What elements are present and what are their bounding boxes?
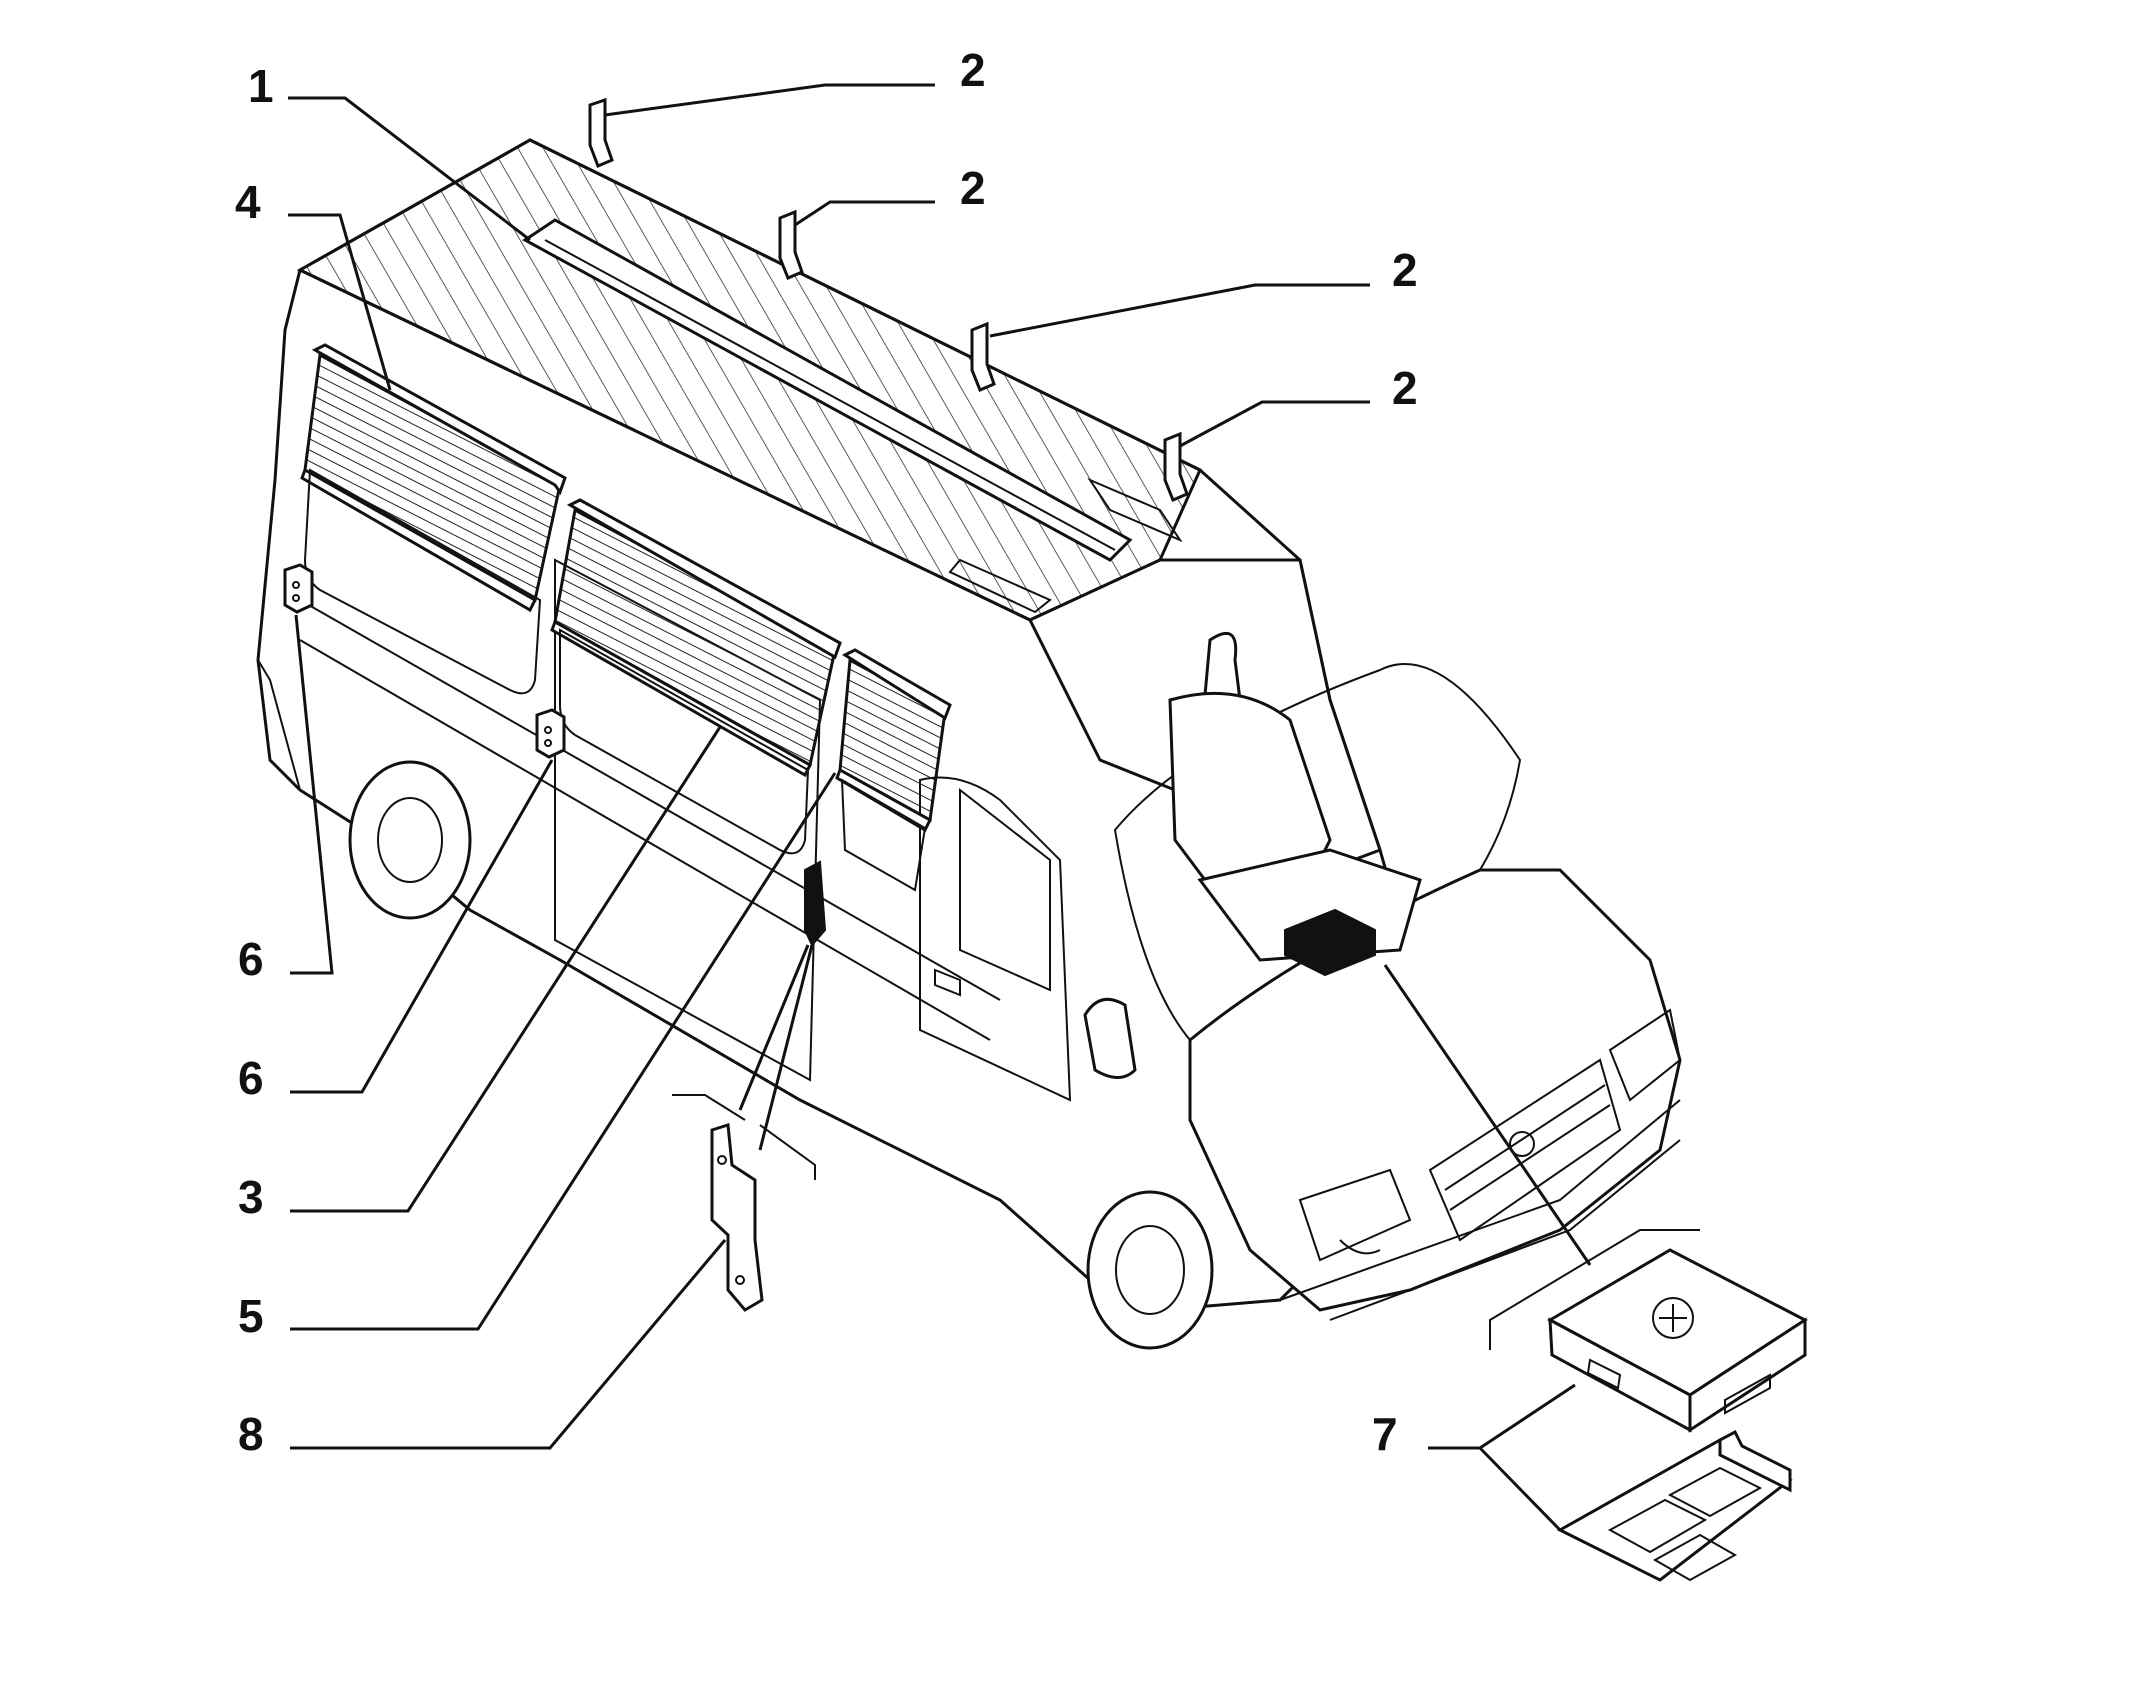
storage-box-handle-right [1724,1373,1771,1415]
leader-7-tray [1478,1446,1562,1532]
part-7-storage-box [1546,1248,1808,1433]
storage-box-knob [1652,1297,1694,1339]
rear-edge [257,269,301,791]
van-body [256,138,1682,1350]
blind-4-top-bar [311,343,567,496]
leader-2b [794,200,935,227]
storage-box-side [1688,1317,1807,1433]
callout-2c: 2 [1392,244,1418,296]
callout-6a: 6 [238,933,264,985]
side-bracket-1-hole-2 [292,594,300,602]
detail-bracket-hole-2 [735,1275,745,1285]
blind-5-top-bar [841,648,952,721]
part-2-roof-brackets [588,97,1189,502]
grille-slats [1444,1084,1611,1211]
storage-box-handle-left [1586,1358,1622,1390]
callout-2a: 2 [960,44,986,96]
rear-hub [377,797,443,883]
part-1-roof-rail [522,218,1133,562]
fog-lamp [1339,1239,1381,1255]
leader-7-mount [1383,964,1592,1266]
leader-1 [288,96,531,242]
callout-2b: 2 [960,162,986,214]
leader-7-box [1428,1383,1576,1450]
front-bumper [1279,1099,1681,1321]
driver-seat [1168,631,1422,962]
side-bracket-1 [283,563,314,614]
roof-bracket-3 [970,321,996,392]
callout-labels: 1 2 2 2 2 4 6 6 3 5 8 7 [235,44,1418,1460]
roof-vents [948,477,1183,614]
door-latch-mount [804,860,827,947]
storage-tray-tab [1718,1429,1792,1493]
side-mirror [1083,997,1137,1079]
side-bracket-2-hole-2 [544,739,552,747]
roof-rail-inner-line [544,239,1116,551]
leader-2d [1179,400,1370,448]
leader-8-mount-a [738,944,810,1111]
storage-tray-compartments [1607,1466,1763,1582]
headlight-left [1298,1168,1412,1262]
leader-2c [989,283,1370,338]
detail-frame-7 [1489,1229,1700,1350]
roof-bracket-2 [778,209,804,280]
rear-wheel [348,760,472,920]
roof-bracket-4 [1163,431,1189,502]
callout-5: 5 [238,1290,264,1342]
leader-2a [604,83,935,117]
grille [1428,1058,1622,1242]
windscreen [1113,663,1522,1042]
leader-lines [288,83,1592,1532]
blind-4-bottom-bar [300,467,537,613]
part-6-side-brackets [283,563,566,759]
detail-frame-8-top [672,1094,746,1121]
roof-bracket-1 [588,97,614,168]
badge [1509,1131,1535,1157]
side-bracket-2-hole [544,726,552,734]
cab-door-window [959,787,1051,992]
leader-8-mount-b [758,944,814,1151]
front-wheel [1086,1190,1214,1350]
part-4-rear-blind [300,343,567,613]
part-8-detail-bracket [710,1123,764,1312]
side-bracket-1-hole [292,581,300,589]
blind-3-top-bar [566,498,842,660]
callout-2d: 2 [1392,362,1418,414]
part-7-storage-tray [1556,1429,1793,1582]
leader-5 [290,772,837,1331]
leader-6a [290,614,334,975]
callout-7: 7 [1372,1408,1398,1460]
callout-8: 8 [238,1408,264,1460]
leader-4 [288,213,392,391]
detail-bracket-hole-1 [717,1155,727,1165]
side-moulding [299,599,1001,1041]
leader-6b [290,759,554,1094]
side-bracket-2 [535,708,566,759]
front-hub [1115,1225,1185,1315]
front-side-window [840,778,927,892]
storage-box-knob-cross [1659,1304,1687,1332]
detail-bracket [710,1123,764,1312]
callout-6b: 6 [238,1052,264,1104]
leader-8 [290,1239,727,1450]
detail-frame-8-right [759,1124,816,1180]
leader-3 [290,726,722,1213]
callout-3: 3 [238,1171,264,1223]
dash-storage-mount [1284,908,1376,977]
callout-4: 4 [235,176,261,228]
callout-1: 1 [248,60,274,112]
headlight-right [1608,1008,1682,1102]
door-handle [934,968,961,997]
part-5-small-blind [835,648,952,833]
